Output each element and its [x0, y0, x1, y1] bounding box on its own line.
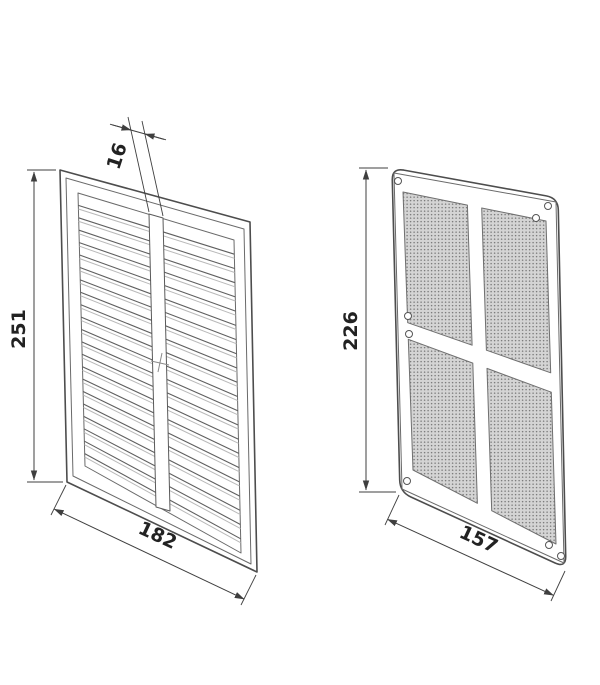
extension-line — [240, 574, 257, 606]
extension-line — [384, 494, 400, 526]
back-view — [391, 168, 567, 566]
front-view — [59, 169, 258, 573]
front-frame-inner-edge — [65, 177, 252, 565]
mesh-quadrant-top-left — [402, 191, 473, 346]
extension-line — [550, 570, 566, 602]
dimension-arrow — [144, 133, 165, 140]
extension-line — [127, 116, 150, 213]
dimension-arrow — [111, 124, 132, 131]
mesh-quadrant-top-right — [481, 207, 552, 374]
dimension-line — [387, 518, 554, 596]
screw-icon — [405, 330, 413, 338]
mesh-quadrant-bottom-right — [486, 367, 557, 545]
back-frame-inner-edge — [393, 172, 565, 564]
center-mark-icon — [150, 352, 170, 373]
dim-front-height-label: 251 — [8, 309, 30, 349]
screw-icon — [532, 214, 540, 222]
screw-icon — [403, 477, 411, 485]
extension-line — [50, 484, 67, 516]
screw-icon — [394, 177, 402, 185]
screw-icon — [404, 312, 412, 320]
dim-front-height: 251 — [8, 169, 63, 483]
screw-icon — [545, 541, 553, 549]
dim-back-height: 226 — [340, 167, 396, 493]
dim-back-height-label: 226 — [340, 311, 362, 351]
screw-icon — [557, 552, 565, 560]
mesh-quadrant-bottom-left — [407, 338, 478, 504]
dim-front-slot-width-label: 16 — [103, 140, 132, 172]
dimension-line — [53, 508, 245, 600]
screw-icon — [544, 202, 552, 210]
mesh-panels — [402, 191, 557, 545]
